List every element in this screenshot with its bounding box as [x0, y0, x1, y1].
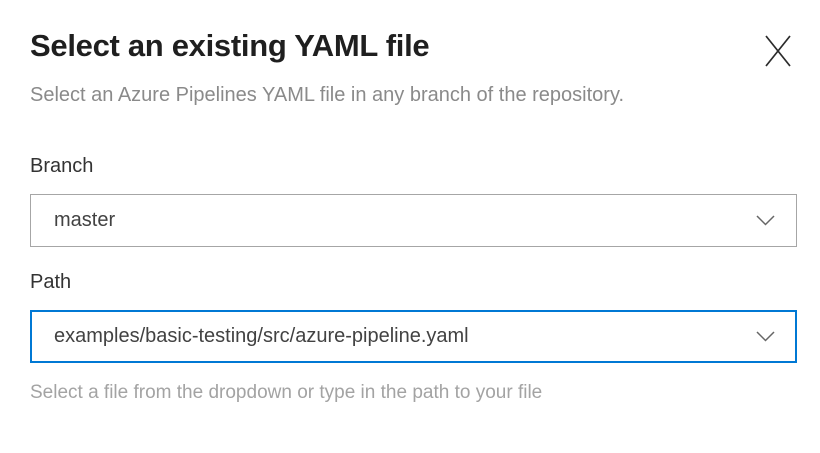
path-combobox[interactable]: examples/basic-testing/src/azure-pipelin…: [30, 310, 797, 363]
path-label: Path: [30, 271, 72, 293]
branch-dropdown[interactable]: master: [30, 194, 797, 247]
branch-label: Branch: [30, 155, 94, 177]
chevron-down-icon: [756, 215, 775, 226]
chevron-down-icon: [756, 331, 775, 342]
branch-field: Branch master: [30, 154, 797, 247]
path-helper-text: Select a file from the dropdown or type …: [30, 382, 543, 403]
dialog-header: Select an existing YAML file: [30, 28, 797, 70]
close-icon: [765, 35, 791, 67]
branch-value: master: [54, 209, 116, 231]
path-field: Path examples/basic-testing/src/azure-pi…: [30, 270, 797, 404]
dialog-subtitle: Select an Azure Pipelines YAML file in a…: [30, 84, 625, 106]
page-title: Select an existing YAML file: [30, 28, 430, 63]
close-button[interactable]: [761, 32, 795, 70]
path-value: examples/basic-testing/src/azure-pipelin…: [54, 325, 469, 347]
